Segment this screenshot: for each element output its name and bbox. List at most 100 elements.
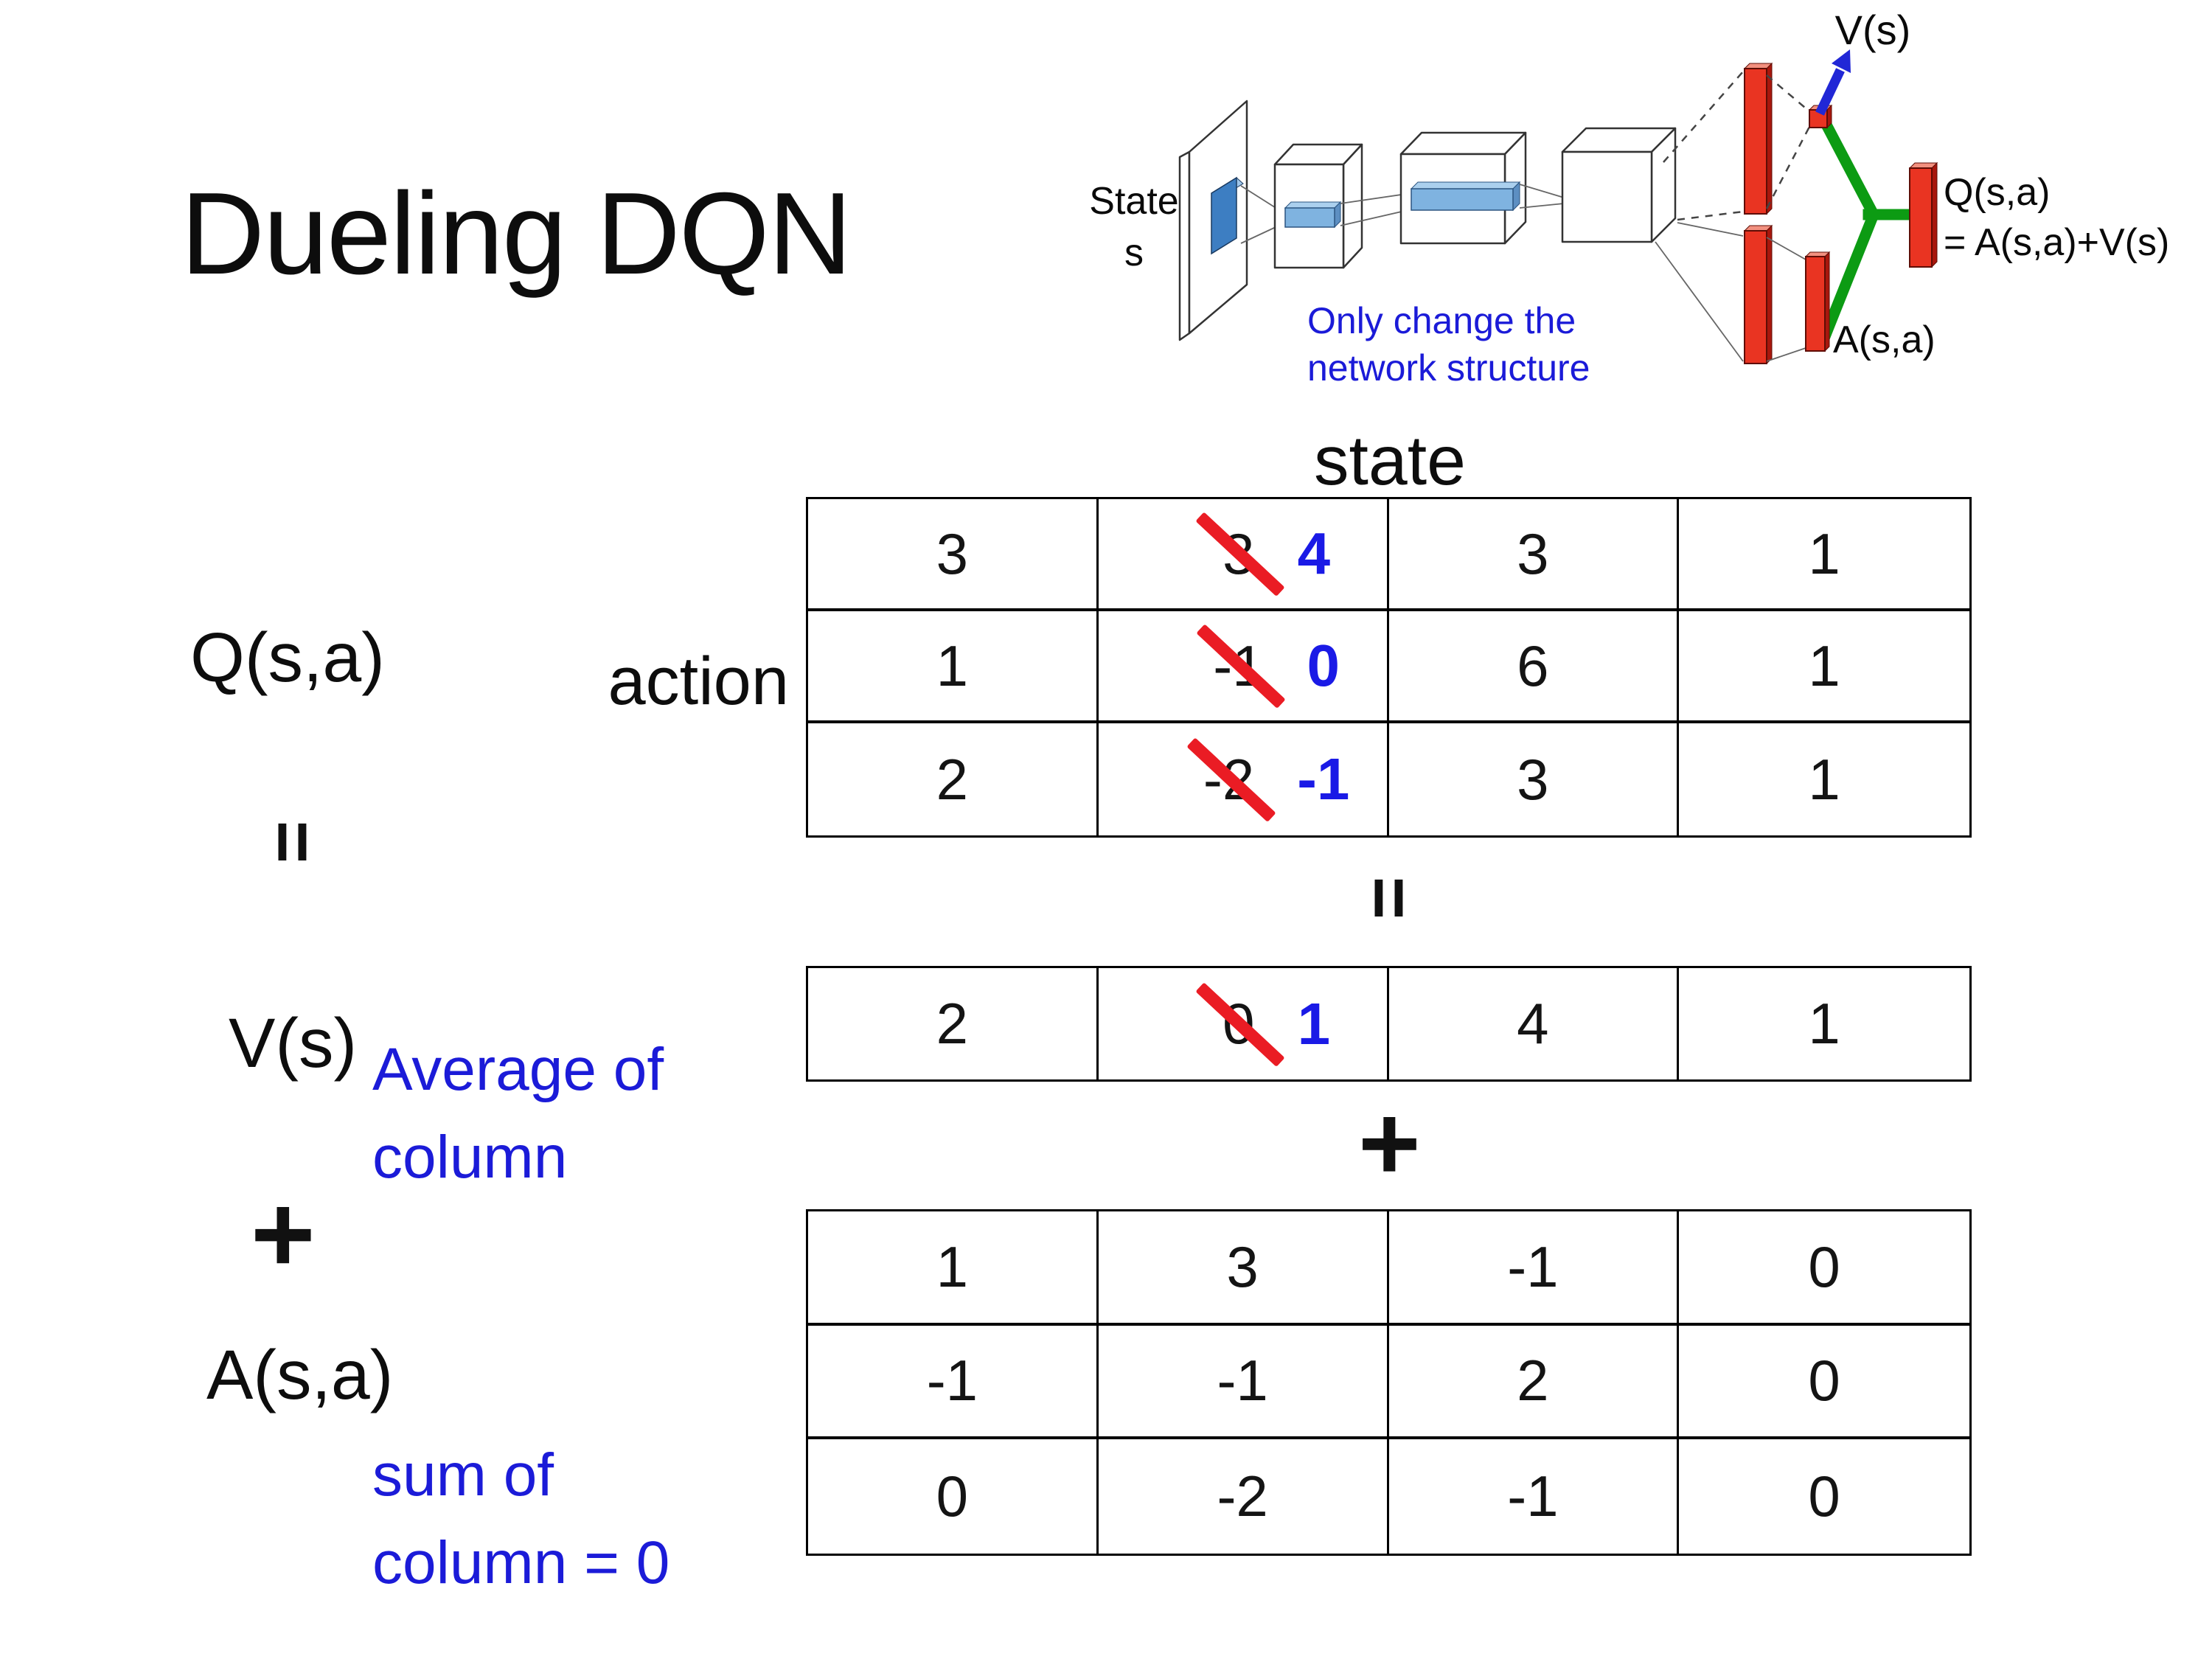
table-cell: 2 xyxy=(808,968,1099,1079)
cell-value: 1 xyxy=(1808,521,1840,586)
equals-sign-center: = xyxy=(1348,876,1430,920)
diagram-note-line1: Only change the xyxy=(1307,300,1576,341)
v-function-label: V(s) xyxy=(229,1004,358,1082)
table-cell: 6 xyxy=(1388,611,1680,723)
corrected-value: 1 xyxy=(1297,990,1331,1057)
cell-value: 1 xyxy=(1808,991,1840,1056)
table-cell: -1 xyxy=(1388,1211,1680,1326)
table-cell: 34 xyxy=(1098,499,1389,611)
conv-box-3 xyxy=(1561,150,1653,243)
advantage-stream-bar xyxy=(1744,230,1767,364)
diagram-state-label-line1: State xyxy=(1089,180,1178,223)
cell-value: 3 xyxy=(1226,1234,1259,1299)
cell-value: 2 xyxy=(936,746,969,812)
cell-value: 3 xyxy=(936,521,969,586)
feature-bar-2 xyxy=(1411,188,1514,211)
corrected-value: 0 xyxy=(1307,633,1340,698)
cell-value: 4 xyxy=(1517,991,1549,1056)
advantage-node xyxy=(1805,256,1826,352)
cell-value: 1 xyxy=(936,1234,969,1299)
plus-sign-left: + xyxy=(251,1172,316,1295)
feature-bar-1 xyxy=(1284,207,1335,228)
diagram-state-label-line2: s xyxy=(1124,232,1144,274)
q-output-bar xyxy=(1909,167,1933,268)
conv-box-1-side xyxy=(1342,143,1363,269)
input-plane-side xyxy=(1178,150,1191,341)
crossed-out-value: -2 xyxy=(1186,737,1276,823)
diagram-q-label-line1: Q(s,a) xyxy=(1944,171,2050,214)
table-cell: 01 xyxy=(1099,968,1389,1079)
average-of-column-note: Average of column xyxy=(372,1036,664,1191)
table-cell: 4 xyxy=(1389,968,1680,1079)
table-cell: 2 xyxy=(1388,1325,1680,1440)
cell-value: 0 xyxy=(1808,1464,1840,1529)
cell-value: 2 xyxy=(936,991,969,1056)
table-cell: 1 xyxy=(1679,968,1969,1079)
table-cell: 1 xyxy=(808,611,1099,723)
table-cell: 0 xyxy=(808,1439,1099,1554)
cell-value: -1 xyxy=(1507,1234,1559,1299)
red-slash-icon xyxy=(1195,981,1285,1067)
table-cell: 1 xyxy=(1679,723,1969,835)
corrected-value: 4 xyxy=(1297,521,1331,586)
table-cell: 2 xyxy=(808,723,1099,835)
table-cell: 1 xyxy=(808,1211,1099,1326)
merge-line-lower xyxy=(1815,207,1881,349)
v-table: 20141 xyxy=(806,966,1972,1082)
cell-value: 1 xyxy=(936,633,969,698)
page-title: Dueling DQN xyxy=(181,169,852,299)
diagram-a-label: A(s,a) xyxy=(1833,319,1935,361)
cell-value: 3 xyxy=(1517,521,1549,586)
diagram-note-line2: network structure xyxy=(1307,347,1590,389)
conv-wedge xyxy=(1211,176,1237,255)
cell-value: -1 xyxy=(1507,1464,1559,1529)
corrected-value: -1 xyxy=(1297,746,1350,812)
diagram-q-label-line2: = A(s,a)+V(s) xyxy=(1944,221,2169,264)
table-cell: -2 xyxy=(1099,1439,1389,1554)
red-slash-icon xyxy=(1195,512,1285,597)
table-cell: 0 xyxy=(1679,1439,1969,1554)
table-cell: 1 xyxy=(1679,499,1969,611)
cell-value: 3 xyxy=(1517,746,1549,812)
q-function-label: Q(s,a) xyxy=(190,619,385,697)
crossed-out-value: -1 xyxy=(1196,624,1286,709)
table-cell: 1 xyxy=(1679,611,1969,723)
table-cell: 0 xyxy=(1679,1211,1969,1326)
cell-value: 6 xyxy=(1517,633,1549,698)
table-cell: -1 xyxy=(808,1325,1099,1440)
cell-value: 1 xyxy=(1808,746,1840,812)
diagram-v-label: V(s) xyxy=(1835,7,1911,53)
table-cell: -1 0 xyxy=(1098,611,1389,723)
table-cell: -1 xyxy=(1389,1439,1680,1554)
cell-value: 0 xyxy=(1808,1348,1840,1413)
state-axis-label: state xyxy=(1314,422,1466,500)
cell-value: -1 xyxy=(1217,1348,1268,1413)
red-slash-icon xyxy=(1196,624,1286,709)
plus-sign-center: + xyxy=(1358,1083,1421,1203)
value-stream-bar xyxy=(1744,68,1767,215)
a-table: 1 3 -1 0 -1 -1 2 0 0 -2 -1 0 xyxy=(806,1209,1972,1556)
crossed-out-value: 0 xyxy=(1195,981,1285,1067)
equals-sign-left: = xyxy=(251,820,334,864)
a-function-label: A(s,a) xyxy=(206,1336,394,1414)
cell-value: -1 xyxy=(926,1348,978,1413)
table-cell: 0 xyxy=(1679,1326,1969,1440)
action-axis-label: action xyxy=(608,644,790,719)
table-cell: 3 xyxy=(1388,499,1680,611)
sum-of-column-note: sum of column = 0 xyxy=(372,1441,670,1596)
v-arrow-icon xyxy=(1832,49,1851,73)
cell-value: 0 xyxy=(1808,1234,1840,1299)
table-cell: -2 -1 xyxy=(1099,723,1389,835)
table-cell: 3 xyxy=(1389,723,1680,835)
table-cell: -1 xyxy=(1098,1325,1389,1440)
cell-value: 2 xyxy=(1517,1348,1549,1413)
crossed-out-value: 3 xyxy=(1195,512,1285,597)
table-cell: 3 xyxy=(808,499,1099,611)
dueling-network-diagram: V(s) Q(s,a) = A(s,a)+V(s) A(s,a) State s… xyxy=(1089,7,2169,389)
cell-value: 0 xyxy=(936,1464,969,1529)
red-slash-icon xyxy=(1186,737,1276,823)
cell-value: -2 xyxy=(1217,1464,1268,1529)
merge-line-upper xyxy=(1820,119,1882,223)
